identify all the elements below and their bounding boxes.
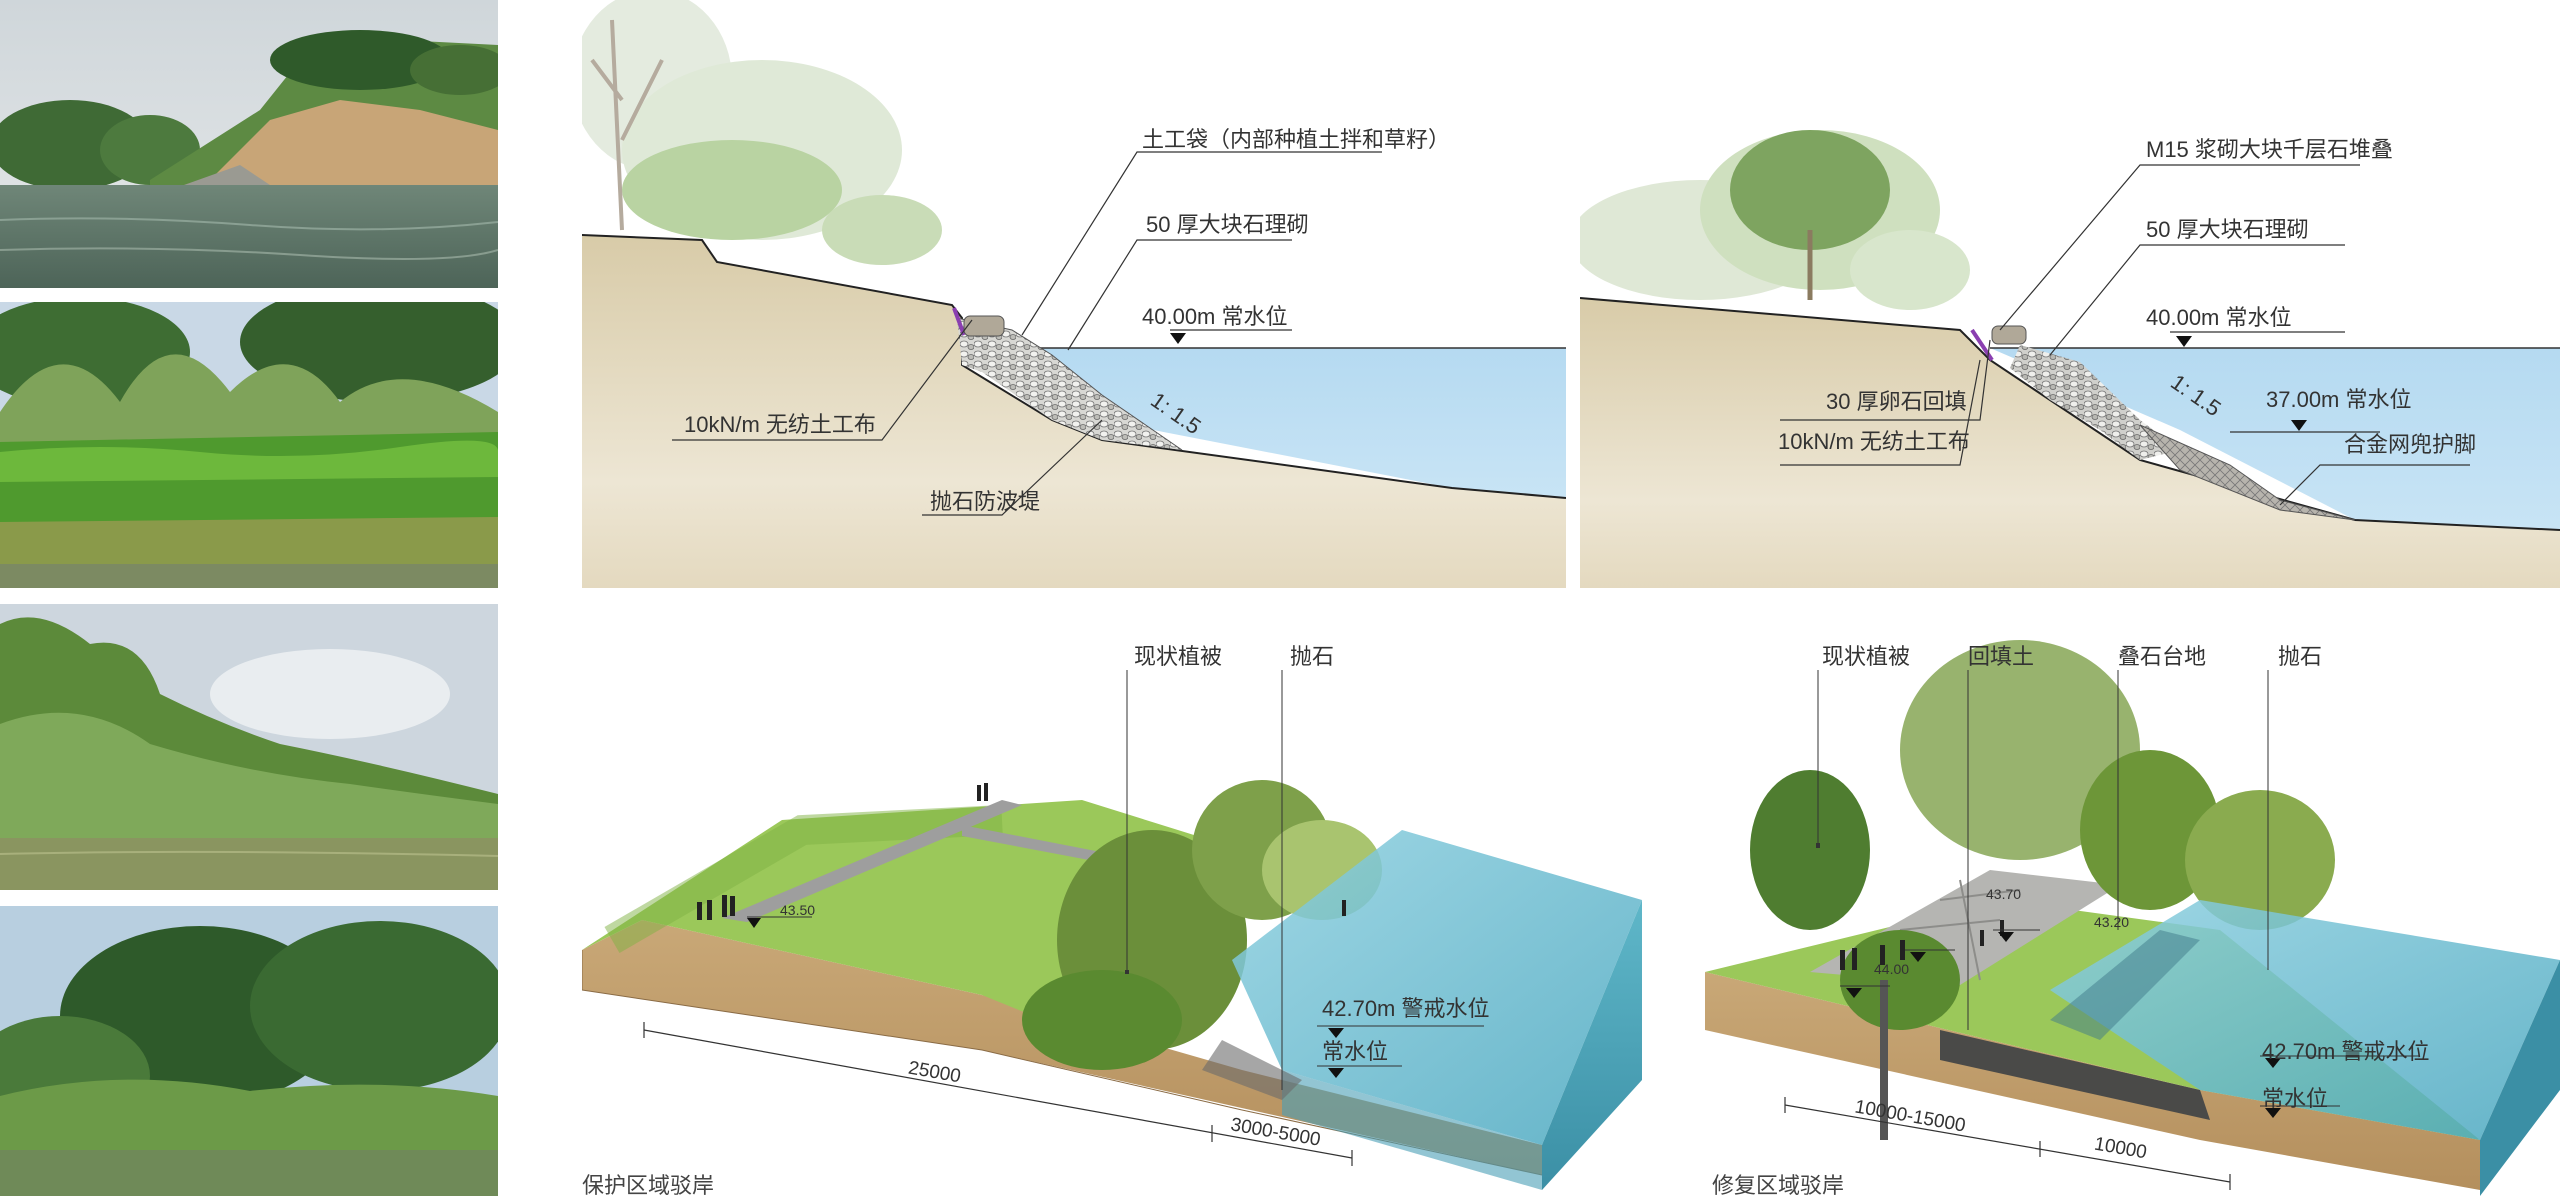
- level-37-text: 37.00m 常水位: [2266, 387, 2412, 412]
- label-gabion: 合金网兜护脚: [2344, 432, 2477, 457]
- iso-diagram-protection: [581, 600, 1642, 1196]
- iso-label-vegetation: 现状植被: [1134, 644, 1223, 669]
- iso-warning-level: 42.70m 警戒水位: [1322, 996, 1490, 1021]
- iso-diagram-restoration: [1700, 600, 2560, 1196]
- label-masonry: 50 厚大块石理砌: [1146, 212, 1309, 237]
- label-gravel: 30 厚卵石回填: [1826, 389, 1967, 414]
- photo-riverbank-grass: [0, 302, 498, 588]
- iso-label-vegetation-r: 现状植被: [1822, 644, 1911, 669]
- section-diagram-restoration: [1570, 0, 2560, 588]
- caption-restoration: 修复区域驳岸: [1712, 1173, 1845, 1198]
- label-geotextile-r: 10kN/m 无纺土工布: [1778, 429, 1970, 454]
- water-level-marker: [1170, 333, 1186, 344]
- iso-normal-level-r: 常水位: [2262, 1086, 2329, 1111]
- section-diagram-protection: [572, 0, 1567, 588]
- iso-label-riprap: 抛石: [1290, 644, 1335, 669]
- iso-label-riprap-r: 抛石: [2278, 644, 2323, 669]
- photo-riverbank-eroded: [0, 0, 498, 288]
- iso-warning-level-r: 42.70m 警戒水位: [2262, 1039, 2430, 1064]
- caption-protection: 保护区域驳岸: [582, 1173, 715, 1198]
- label-geotextile: 10kN/m 无纺土工布: [684, 412, 876, 437]
- elev-43-20: 43.20: [2094, 914, 2130, 930]
- photo-riverbank-trees: [0, 906, 498, 1196]
- iso-label-terrace: 叠石台地: [2118, 644, 2207, 669]
- label-breakwater: 抛石防波堤: [930, 489, 1041, 514]
- iso-label-backfill: 回填土: [1968, 644, 2035, 669]
- label-level-37: 37.00m 常水位: [2266, 388, 2412, 412]
- label-water-level: 40.00m 常水位: [1142, 304, 1288, 329]
- elev-43-70: 43.70: [1986, 886, 2022, 902]
- label-geobag: 土工袋（内部种植土拌和草籽）: [1142, 127, 1451, 152]
- elev-path: 43.50: [780, 902, 816, 918]
- label-masonry-r: 50 厚大块石理砌: [2146, 217, 2309, 242]
- label-stack: M15 浆砌大块千层石堆叠: [2146, 137, 2393, 162]
- photo-riverbank-reeds: [0, 604, 498, 890]
- iso-normal-level: 常水位: [1322, 1039, 1389, 1064]
- label-water-level-r: 40.00m 常水位: [2146, 305, 2292, 330]
- elev-44-00: 44.00: [1874, 961, 1910, 977]
